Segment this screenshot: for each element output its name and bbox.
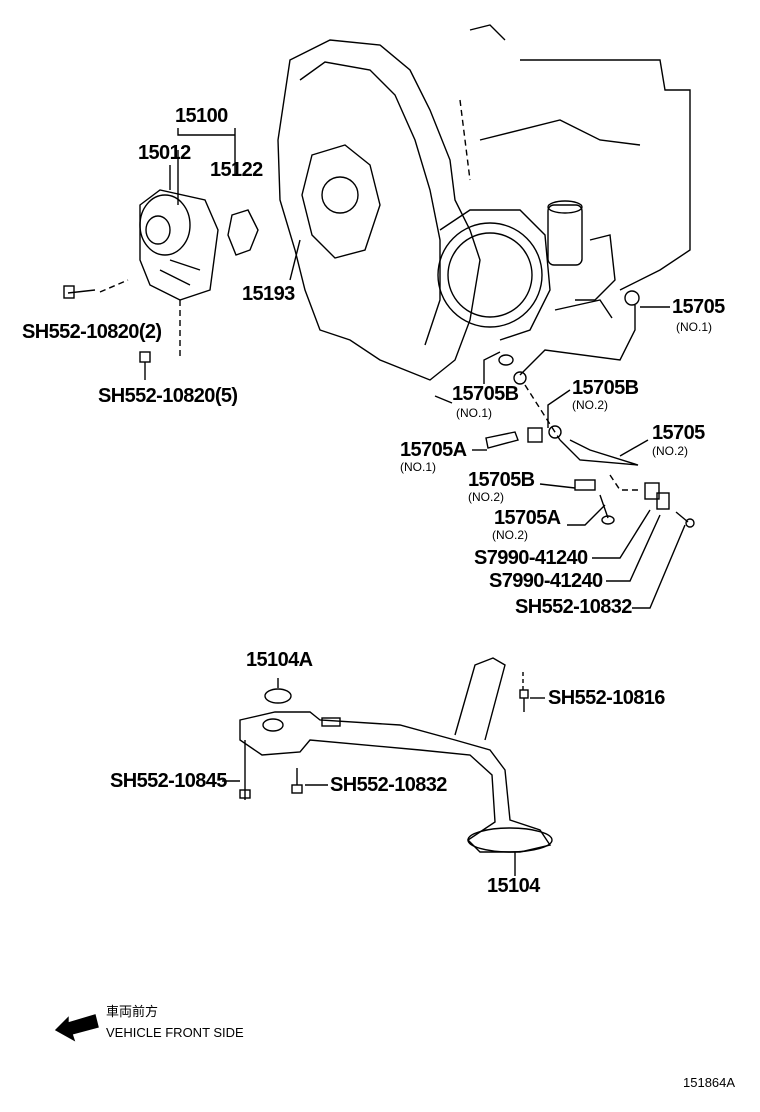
direction-note-en: VEHICLE FRONT SIDE [106,1025,244,1040]
water-pump [63,189,259,380]
callout-sh552-10845[interactable]: SH552-10845 [110,770,227,792]
callout-15705-no2[interactable]: 15705 [652,422,705,444]
front-arrow-icon [54,1014,99,1042]
callout-15193[interactable]: 15193 [242,283,295,305]
callout-sh552-10816[interactable]: SH552-10816 [548,687,665,709]
callout-15705a-no2-sub: (NO.2) [492,528,528,542]
callout-sh552-10820-2[interactable]: SH552-10820(2) [22,321,162,343]
oil-strainer [222,657,553,876]
callout-15705a-no1-sub: (NO.1) [400,460,436,474]
callout-15705b-no1[interactable]: 15705B [452,383,519,405]
callout-s7990-41240-a[interactable]: S7990-41240 [474,547,588,569]
callout-15104[interactable]: 15104 [487,875,540,897]
callout-sh552-10820-5[interactable]: SH552-10820(5) [98,385,238,407]
oil-pipes [485,290,695,528]
timing-cover-outline [277,24,691,381]
direction-note-jp: 車両前方 [106,1004,159,1019]
callout-15705b-no2-upper[interactable]: 15705B [572,377,639,399]
callout-15104a[interactable]: 15104A [246,649,313,671]
callout-15012[interactable]: 15012 [138,142,191,164]
diagram-id: 151864A [683,1075,736,1090]
callout-s7990-41240-b[interactable]: S7990-41240 [489,570,603,592]
callout-15705b-no1-sub: (NO.1) [456,406,492,420]
callout-sh552-10832-upper[interactable]: SH552-10832 [515,596,632,618]
callout-15705-no1-sub: (NO.1) [676,320,712,334]
callout-15705a-no1[interactable]: 15705A [400,439,467,461]
callout-15705a-no2[interactable]: 15705A [494,507,561,529]
callout-15705b-no2-lower-sub: (NO.2) [468,490,504,504]
transfer-housing [437,200,616,341]
callout-15705b-no2-lower[interactable]: 15705B [468,469,535,491]
callout-sh552-10832-lower[interactable]: SH552-10832 [330,774,447,796]
leader-lines [169,128,686,609]
callout-15705-no2-sub: (NO.2) [652,444,688,458]
callout-15100[interactable]: 15100 [175,105,228,127]
callout-15705-no1[interactable]: 15705 [672,296,725,318]
callout-15705b-no2-upper-sub: (NO.2) [572,398,608,412]
callout-15122[interactable]: 15122 [210,159,263,181]
